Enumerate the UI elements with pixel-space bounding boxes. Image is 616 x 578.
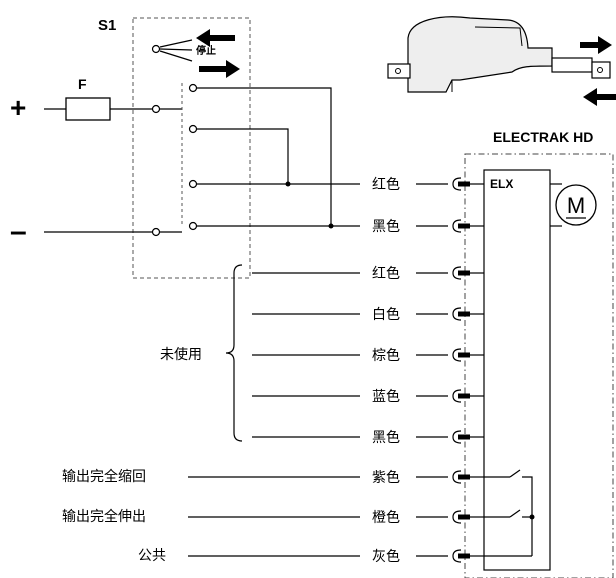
- product-name: ELECTRAK HD: [493, 129, 593, 145]
- unused-label: 未使用: [160, 346, 202, 362]
- switch-box: [132, 17, 251, 279]
- wire-color-label: 黑色: [372, 429, 400, 445]
- retract-arrow-icon: [196, 29, 235, 47]
- plus-sign: +: [10, 92, 26, 123]
- wire-color-label: 蓝色: [372, 388, 400, 404]
- connector-pin-icon: [452, 307, 470, 321]
- minus-sign: –: [10, 215, 27, 248]
- wire-color-label: 红色: [372, 265, 400, 281]
- connector-pin-icon: [452, 177, 470, 191]
- fuse-label: F: [78, 76, 87, 92]
- wire-row: 黑色: [372, 218, 484, 234]
- connector-pin-icon: [452, 348, 470, 362]
- wire-color-label: 橙色: [372, 509, 400, 525]
- connector-pin-icon: [452, 470, 470, 484]
- wire-row: 紫色: [188, 469, 484, 485]
- wire-row: 红色: [252, 265, 484, 281]
- connector-pin-icon: [452, 549, 470, 563]
- signal-label: 输出完全伸出: [62, 508, 146, 524]
- wire-color-label: 紫色: [372, 469, 400, 485]
- limit-switch-contacts: [484, 469, 535, 557]
- signal-label: 公共: [138, 547, 166, 563]
- product-box: [464, 153, 614, 578]
- switch-contacts: [160, 83, 198, 233]
- switch-label: S1: [98, 17, 116, 34]
- wire-color-label: 灰色: [372, 548, 400, 564]
- unused-brace: [225, 264, 243, 442]
- connector-pin-icon: [452, 266, 470, 280]
- extend-direction-icon: [580, 36, 612, 54]
- switch-center-terminal: [151, 44, 161, 54]
- wire-row: 橙色: [188, 509, 484, 525]
- motor-label: M: [567, 193, 585, 218]
- connector-pin-icon: [452, 430, 470, 444]
- connector-pin-icon: [452, 510, 470, 524]
- extend-arrow-icon: [199, 60, 240, 78]
- wire-color-label: 白色: [372, 306, 400, 322]
- signal-label: 输出完全缩回: [62, 468, 146, 484]
- controller-box: [483, 169, 551, 571]
- stop-label: 停止: [196, 44, 216, 57]
- connector-pin-icon: [452, 389, 470, 403]
- connector-pin-icon: [452, 219, 470, 233]
- wire-color-label: 红色: [372, 176, 400, 192]
- wire-color-label: 黑色: [372, 218, 400, 234]
- junction-dot: [285, 181, 291, 187]
- wire-row: 红色: [372, 176, 484, 192]
- fuse: [65, 97, 111, 121]
- motor-symbol: [555, 184, 597, 226]
- wire-row: 黑色: [252, 429, 484, 445]
- junction-dot: [328, 223, 334, 229]
- wire-row: 灰色: [188, 548, 484, 564]
- switch-input-plus: [151, 104, 161, 114]
- wire-row: 蓝色: [252, 388, 484, 404]
- retract-direction-icon: [583, 88, 616, 106]
- wire-row: 白色: [252, 306, 484, 322]
- wire-row: 棕色: [252, 347, 484, 363]
- controller-label: ELX: [490, 177, 513, 191]
- wire-color-label: 棕色: [372, 347, 400, 363]
- actuator-illustration: [387, 16, 611, 93]
- switch-input-minus: [151, 227, 161, 237]
